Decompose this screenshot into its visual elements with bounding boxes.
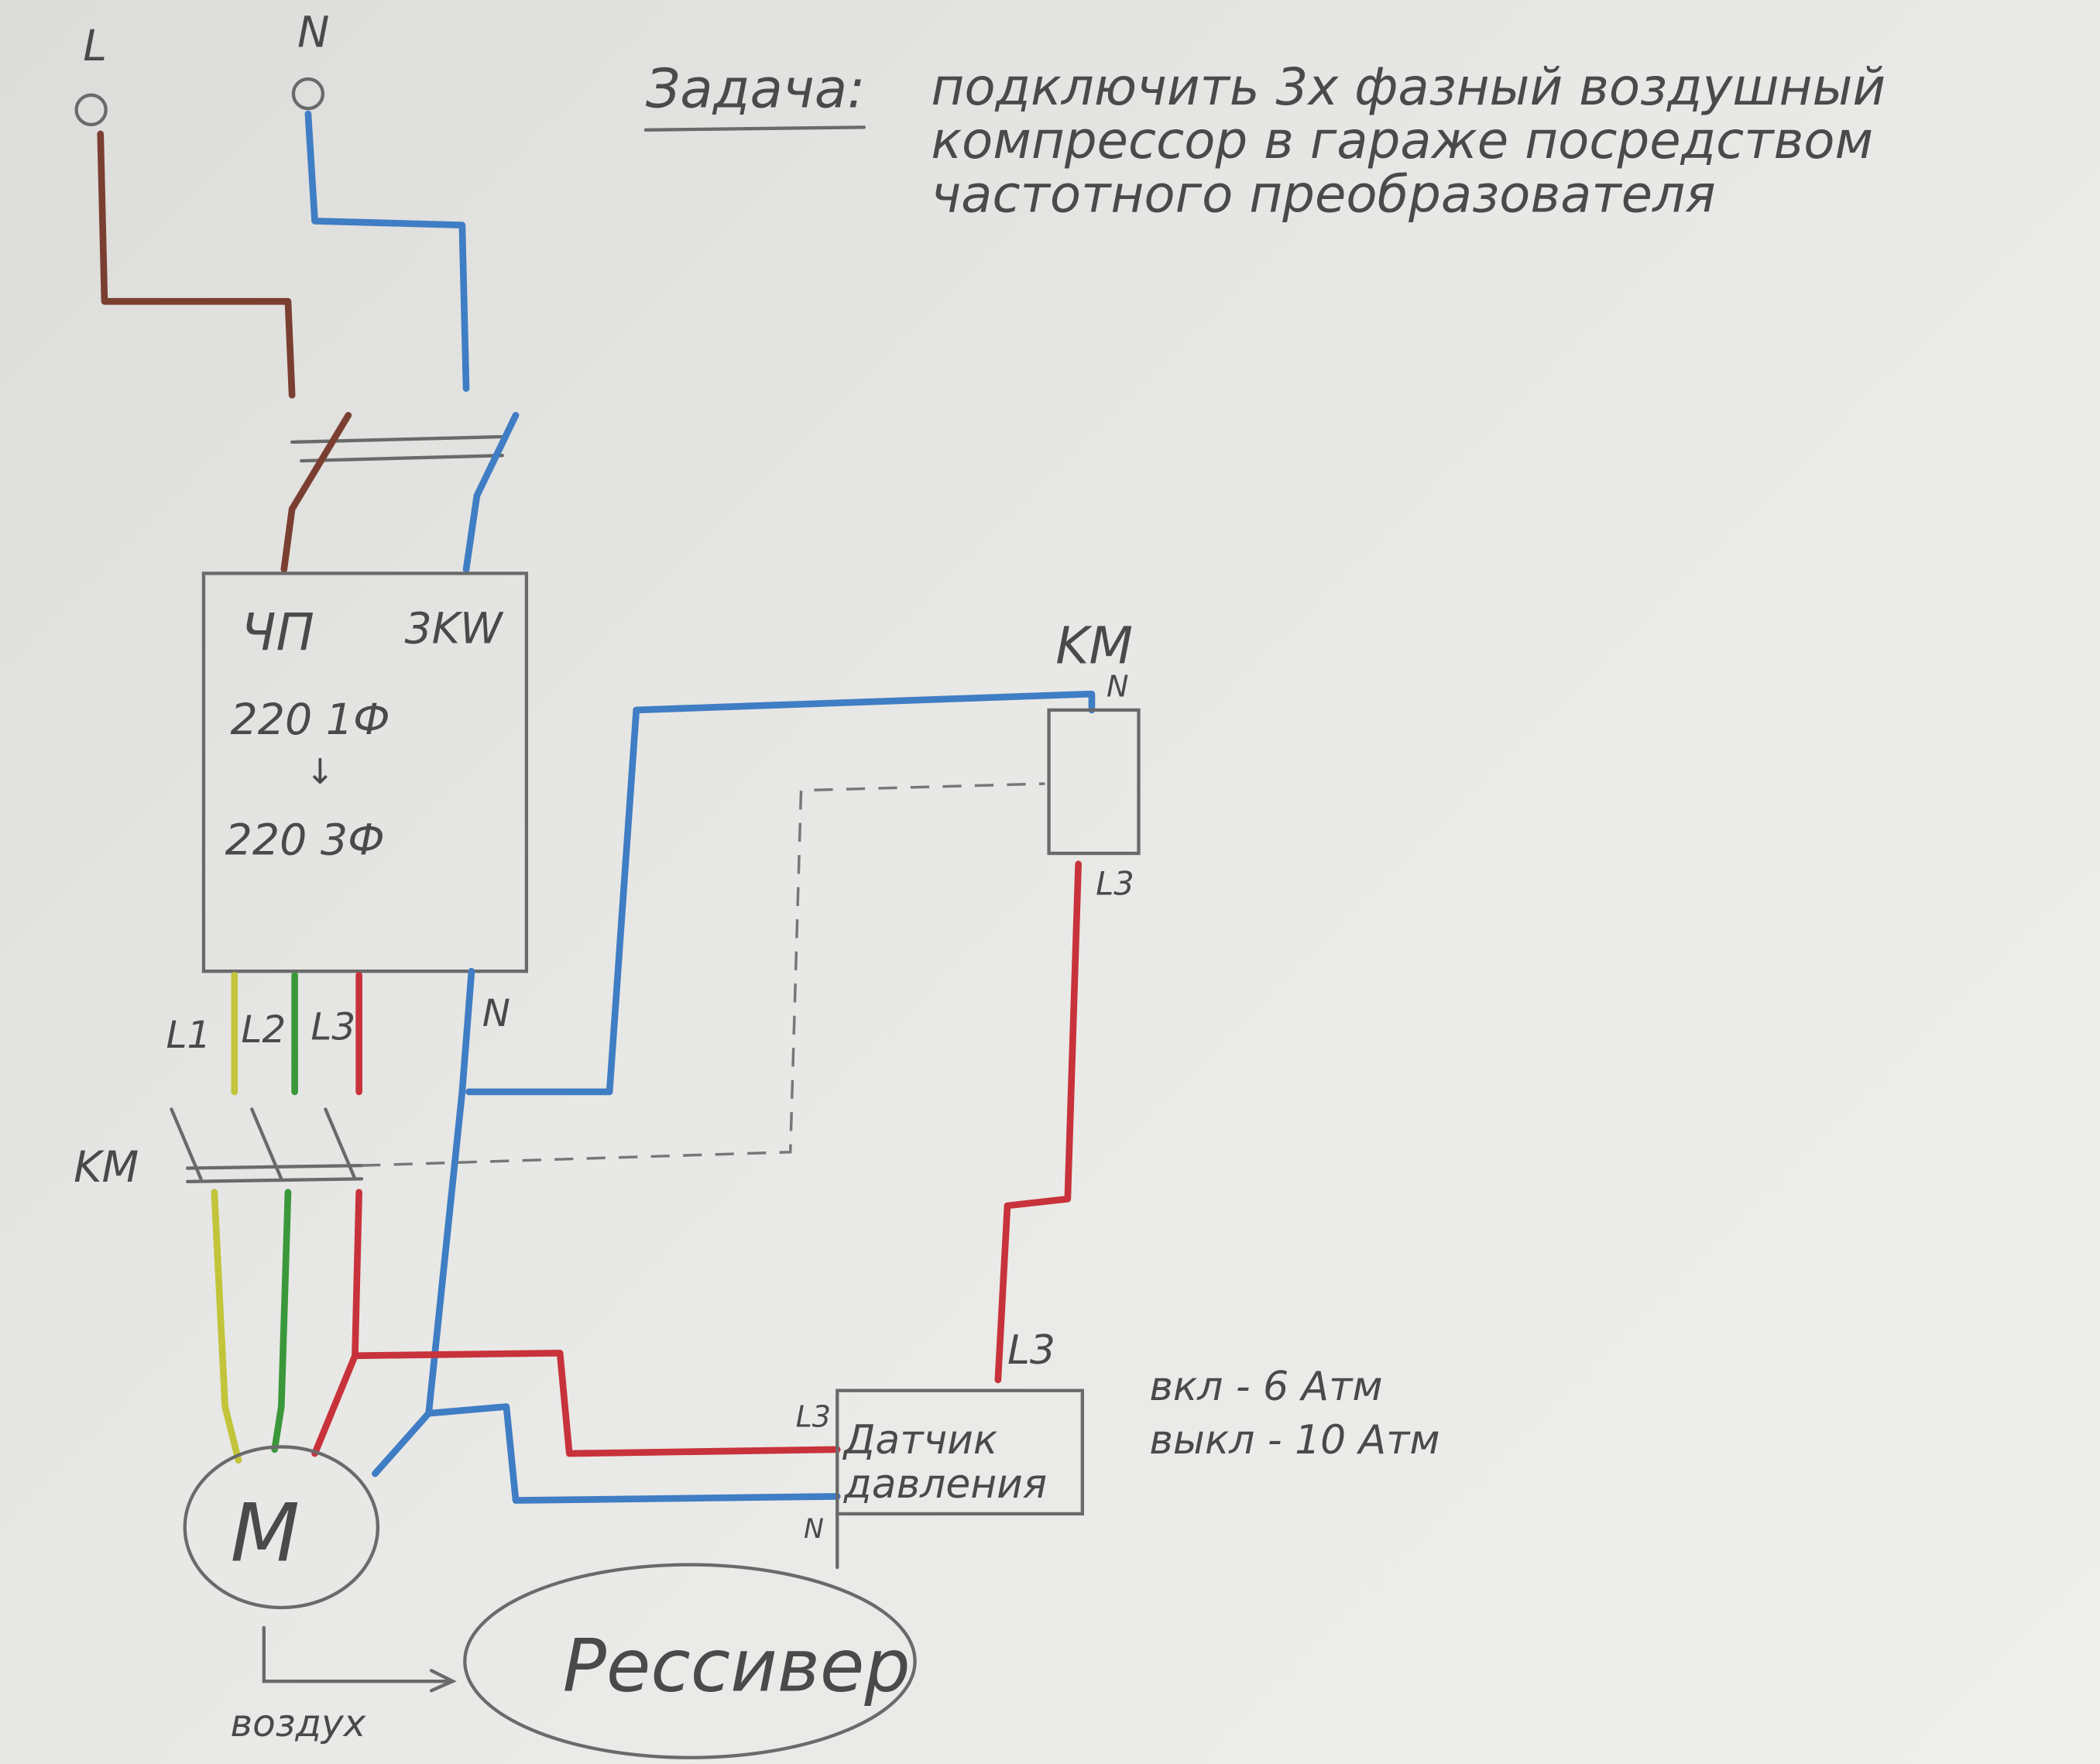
sensor-off-pressure: выкл - 10 Атм bbox=[1149, 1417, 1439, 1464]
wire-l2-green bbox=[271, 1189, 292, 1453]
vfd-power: 3KW bbox=[404, 604, 504, 654]
contactor-contacts bbox=[170, 1107, 364, 1184]
supply-n-label: N bbox=[297, 9, 329, 58]
wire-l3-red bbox=[311, 1189, 362, 1457]
wire-n-sensor bbox=[425, 1403, 841, 1504]
frequency-converter: ЧП 3KW 220 1Ф ↓ 220 3Ф bbox=[201, 571, 529, 973]
sensor-l3-left-label: L3 bbox=[796, 1399, 831, 1433]
vfd-input: 220 1Ф bbox=[231, 695, 390, 745]
wire-l1-yellow bbox=[211, 1189, 242, 1464]
motor bbox=[183, 1445, 380, 1610]
coil-l3-label: L3 bbox=[1096, 865, 1134, 903]
sensor-on-pressure: вкл - 6 Атм bbox=[1149, 1364, 1382, 1410]
vfd-arrow: ↓ bbox=[305, 751, 335, 792]
sensor-label-1: Датчик bbox=[842, 1417, 997, 1464]
output-l3: L3 bbox=[311, 1005, 355, 1048]
terminal-l bbox=[74, 93, 108, 127]
task-line-1: подключить 3х фазный воздушный bbox=[931, 57, 1886, 117]
sensor-n-label: N bbox=[804, 1514, 824, 1545]
task-underline bbox=[643, 125, 866, 132]
supply-l-label: L bbox=[83, 22, 107, 71]
contactor-label-coil: KM bbox=[1055, 616, 1133, 675]
output-n: N bbox=[482, 992, 510, 1035]
task-line-2: компрессор в гараже посредством bbox=[931, 111, 1873, 170]
task-description: Задача: подключить 3х фазный воздушный к… bbox=[643, 57, 1886, 224]
output-l2: L2 bbox=[241, 1008, 286, 1052]
air-label: воздух bbox=[231, 1702, 367, 1745]
task-line-3: частотного преобразователя bbox=[931, 164, 1715, 224]
contactor-mechanical-link bbox=[362, 782, 1045, 1167]
wire-n-coil bbox=[465, 690, 1096, 1096]
air-arrow-icon bbox=[262, 1625, 457, 1693]
coil-n-label: N bbox=[1107, 670, 1128, 704]
contactor-label-left: KM bbox=[74, 1143, 139, 1193]
wire-l3-coil bbox=[994, 860, 1082, 1384]
circuit-breaker bbox=[280, 411, 520, 573]
receiver-label: Рессивер bbox=[563, 1624, 911, 1708]
terminal-n bbox=[291, 77, 325, 111]
vfd-name: ЧП bbox=[241, 602, 314, 662]
wire-l-brown bbox=[97, 130, 296, 399]
output-l1: L1 bbox=[166, 1014, 211, 1057]
wire-n-blue bbox=[304, 110, 470, 393]
vfd-output: 220 3Ф bbox=[225, 816, 385, 866]
wire-n-blue-motor bbox=[372, 967, 475, 1477]
task-label: Задача: bbox=[646, 58, 866, 120]
contactor-coil bbox=[1047, 708, 1141, 856]
sensor-l3-top-label: L3 bbox=[1007, 1327, 1055, 1374]
wire-l3-sensor bbox=[352, 1349, 841, 1457]
sensor-label-2: давления bbox=[843, 1461, 1047, 1508]
receiver bbox=[463, 1563, 917, 1759]
pressure-sensor: Датчик давления bbox=[836, 1388, 1085, 1516]
motor-label: M bbox=[231, 1487, 300, 1580]
